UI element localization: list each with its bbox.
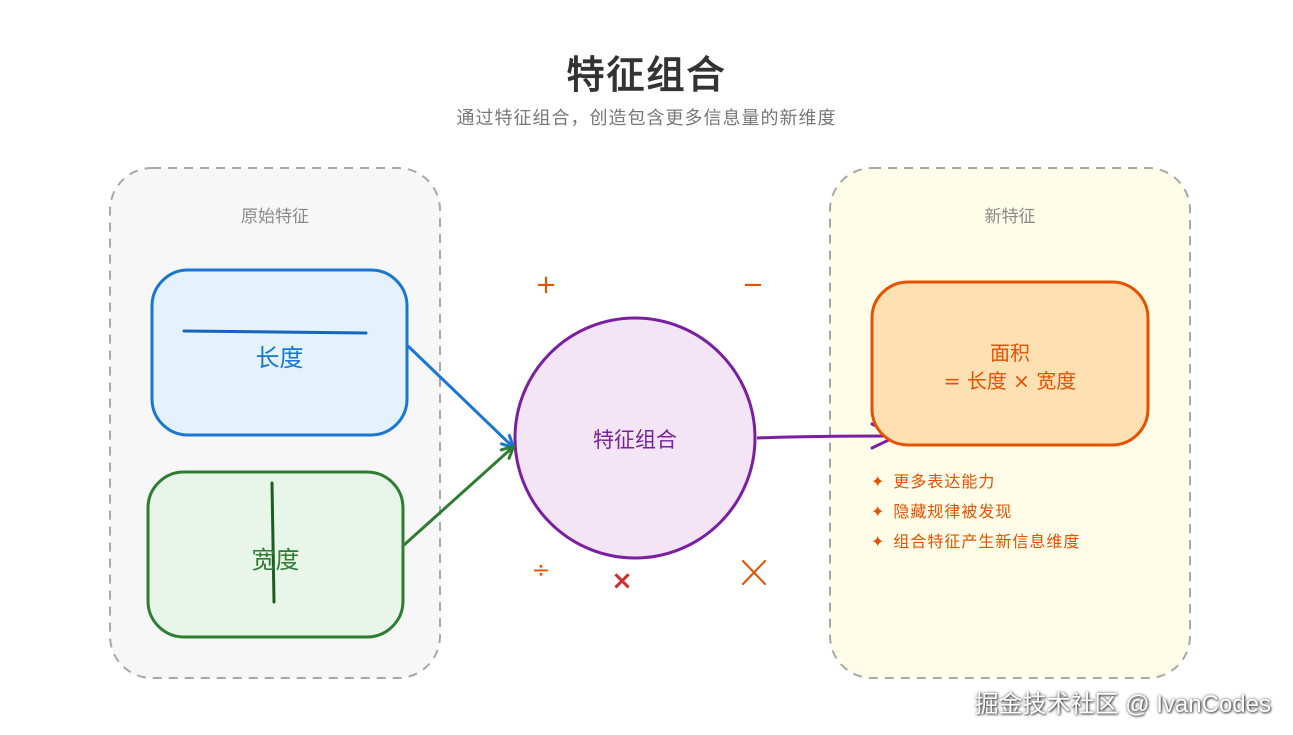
page-subtitle: 通过特征组合，创造包含更多信息量的新维度: [456, 108, 837, 129]
multiply-bold-icon: ×: [611, 566, 633, 596]
length-label: 长度: [255, 344, 304, 372]
width-label: 宽度: [251, 546, 300, 574]
length-line-icon: [182, 329, 368, 335]
width-line-icon: [270, 481, 276, 604]
divide-icon: ÷: [531, 558, 551, 583]
list-item: ✦组合特征产生新信息维度: [871, 532, 1081, 551]
combination-label: 特征组合: [593, 428, 677, 452]
area-result-box: [870, 280, 1150, 447]
arrow-length-to-combination: [406, 344, 513, 447]
plus-icon: +: [535, 270, 557, 300]
sparkle-icon: ✦: [871, 502, 886, 521]
length-feature-box: [150, 268, 409, 437]
sparkle-icon: ✦: [871, 472, 886, 491]
new-features-title: 新特征: [984, 207, 1036, 227]
list-item: ✦更多表达能力: [871, 472, 996, 491]
sparkle-icon: ✦: [871, 532, 886, 551]
minus-icon: −: [742, 270, 764, 300]
arrow-combination-to-area: [756, 422, 899, 450]
list-item: ✦隐藏规律被发现: [871, 502, 1013, 521]
benefits-list: ✦更多表达能力 ✦隐藏规律被发现 ✦组合特征产生新信息维度: [871, 470, 1080, 560]
original-features-title: 原始特征: [241, 207, 309, 227]
area-formula: = 长度 × 宽度: [943, 369, 1077, 393]
multiply-thin-icon: [742, 560, 766, 585]
watermark: 掘金技术社区 @ IvanCodes: [974, 691, 1271, 718]
width-feature-box: [146, 470, 405, 639]
page-title: 特征组合: [566, 53, 727, 97]
arrow-width-to-combination: [402, 447, 513, 547]
area-title: 面积: [990, 341, 1030, 365]
